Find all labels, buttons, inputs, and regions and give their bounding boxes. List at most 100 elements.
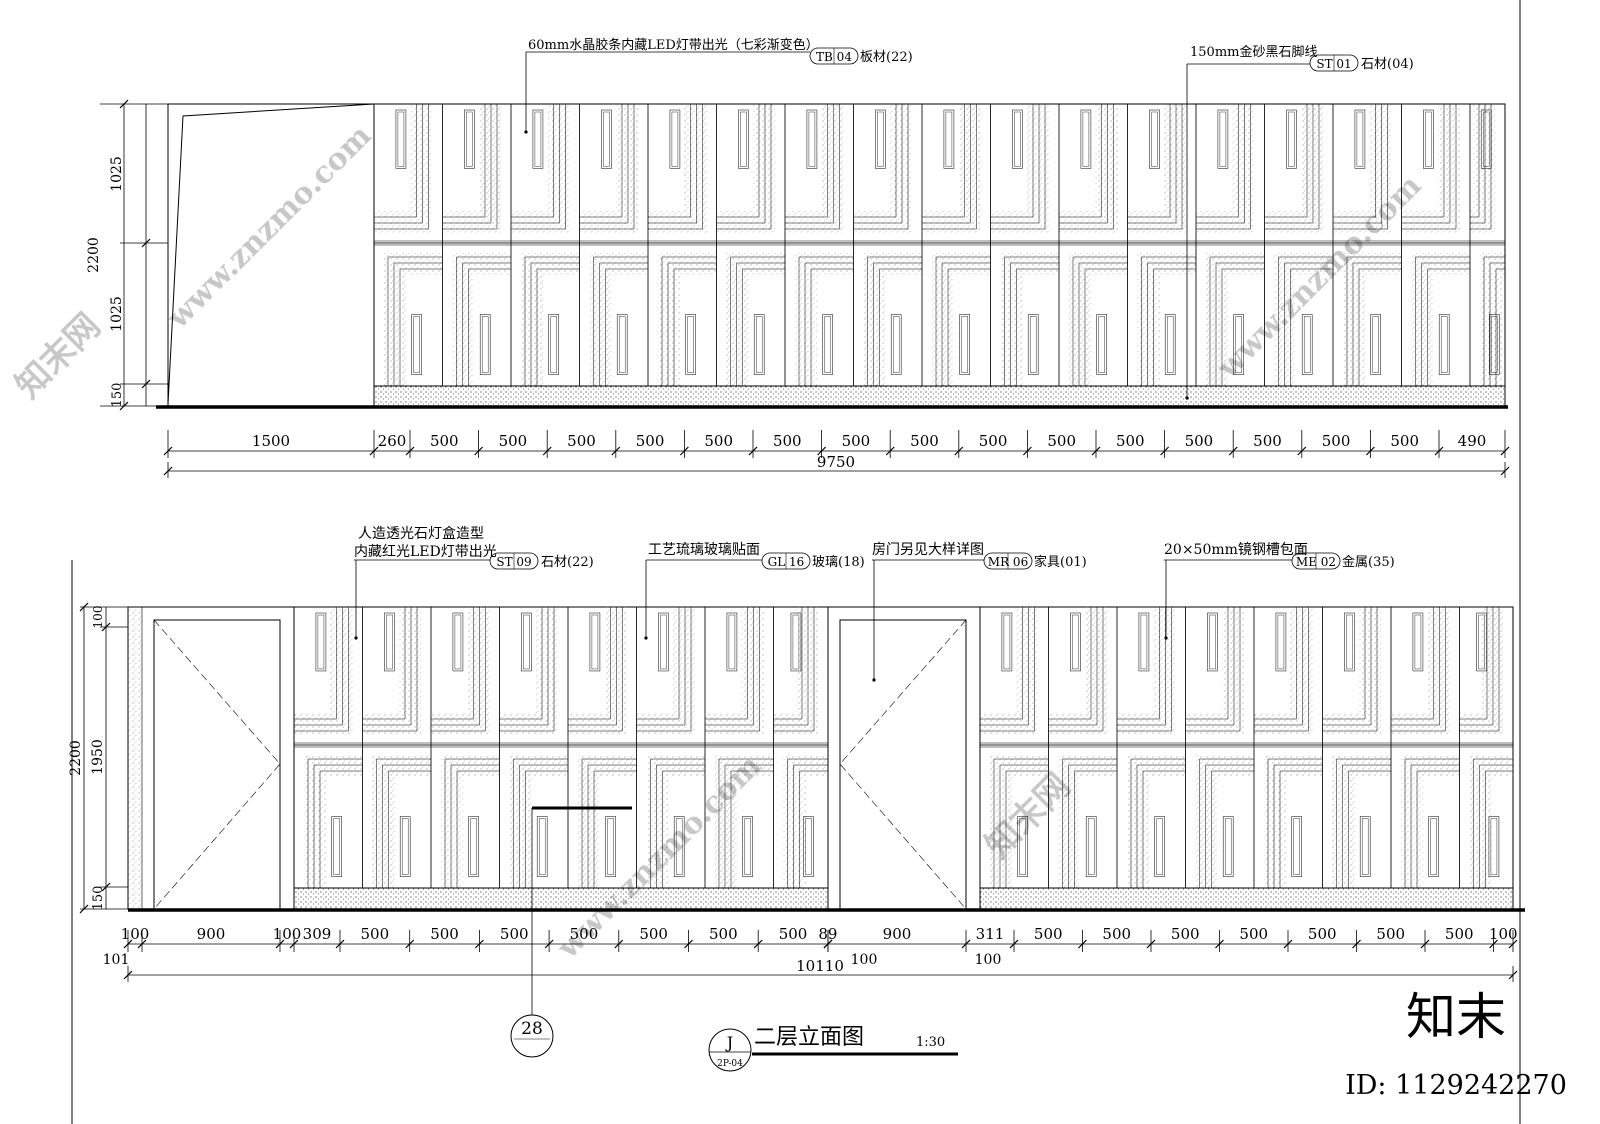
bottom-callout-steel-text: 20×50mm镜钢槽包面 xyxy=(1164,542,1308,558)
bottom-callout-door: 房门另见大样详图 MR 06 家具(01) xyxy=(872,542,1087,680)
wall-tile xyxy=(1390,606,1460,746)
detail-bubble-number: 28 xyxy=(521,1019,543,1039)
wall-tile xyxy=(442,103,512,244)
dim-label: 311 xyxy=(976,925,1005,943)
bottom-callout-glass: 工艺琉璃玻璃贴面 GL 16 玻璃(18) xyxy=(644,541,865,640)
dim-label: 500 xyxy=(1322,432,1351,450)
bottom-tile-grid-right xyxy=(979,606,1514,889)
dim-label: 500 xyxy=(639,925,668,943)
wall-tile xyxy=(1253,606,1323,746)
wall-tile xyxy=(293,744,363,889)
top-vertical-dims: 1025 1025 150 2200 xyxy=(86,99,168,411)
wall-tile xyxy=(1401,103,1471,244)
wall-tile xyxy=(1058,242,1128,387)
bottom-callout-steel-tag: ME 02 xyxy=(1296,555,1336,569)
bottom-callout-door-material: 家具(01) xyxy=(1034,554,1087,570)
wall-tile xyxy=(1264,103,1334,244)
top-callout-skirting-tag: ST 01 xyxy=(1316,57,1351,71)
bottom-callout-glass-material: 玻璃(18) xyxy=(812,555,865,570)
wall-tile xyxy=(853,103,923,244)
wall-tile xyxy=(773,606,829,746)
bottom-callout-lightbox: 人造透光石灯盒造型 内藏红光LED灯带出光 ST 09 石材(22) xyxy=(354,525,594,640)
wall-tile xyxy=(784,242,854,387)
top-callout-skirting-material: 石材(04) xyxy=(1361,57,1414,72)
bottom-skirting-right xyxy=(979,887,1514,910)
wall-tile xyxy=(921,103,991,244)
top-vdim-total: 2200 xyxy=(86,237,102,273)
wall-tile xyxy=(1322,606,1392,746)
bottom-callout-glass-text: 工艺琉璃玻璃贴面 xyxy=(648,541,760,558)
wall-tile xyxy=(362,606,432,746)
dim-label: 500 xyxy=(773,432,802,450)
wall-tile xyxy=(1127,242,1197,387)
bottom-callout-lightbox-tag: ST 09 xyxy=(496,555,531,569)
dim-label: 500 xyxy=(499,432,528,450)
wall-tile xyxy=(362,744,432,889)
wall-tile xyxy=(430,606,500,746)
bottom-vdim-2: 1950 xyxy=(90,739,106,775)
wall-tile xyxy=(1469,103,1506,244)
dim-label: 309 xyxy=(303,925,332,943)
door-left xyxy=(153,619,281,910)
top-vdim-3: 150 xyxy=(110,383,125,408)
top-callout-led: 60mm水晶胶条内藏LED灯带出光（七彩渐变色） TB 04 板材(22) xyxy=(524,37,913,134)
wall-tile xyxy=(510,242,580,387)
wall-tile xyxy=(647,103,717,244)
bottom-callout-lightbox-line2: 内藏红光LED灯带出光 xyxy=(354,544,497,560)
top-callout-led-text: 60mm水晶胶条内藏LED灯带出光（七彩渐变色） xyxy=(528,37,819,53)
watermark-brand-1: 知末网 xyxy=(8,306,108,406)
drawing-title: J 2P-04 二层立面图 1:30 xyxy=(708,1025,958,1072)
wall-tile xyxy=(1058,103,1128,244)
top-callout-skirting-text: 150mm金砂黑石脚线 xyxy=(1190,44,1317,60)
watermark-logo: 知末 xyxy=(1406,988,1506,1046)
wall-tile xyxy=(647,242,717,387)
wall-tile xyxy=(990,103,1060,244)
dim-label: 500 xyxy=(979,432,1008,450)
wall-tile xyxy=(1459,744,1514,889)
dim-label: 100 xyxy=(273,925,302,943)
top-skirting xyxy=(373,385,1506,407)
wall-tile xyxy=(442,242,512,387)
wall-tile xyxy=(979,606,1049,746)
dim-label: 500 xyxy=(779,925,808,943)
bottom-callout-lightbox-material: 石材(22) xyxy=(541,555,594,570)
wall-tile xyxy=(636,606,706,746)
dim-label: 500 xyxy=(1171,925,1200,943)
dim-label: 500 xyxy=(1445,925,1474,943)
wall-tile xyxy=(430,744,500,889)
wall-tile xyxy=(921,242,991,387)
dim-label: 89 xyxy=(818,925,837,943)
watermark-site-1: www.znzmo.com xyxy=(160,118,378,336)
wall-tile xyxy=(716,103,786,244)
wall-tile xyxy=(1048,744,1118,889)
wall-tile xyxy=(567,606,637,746)
door-right xyxy=(827,607,981,910)
dim-label: 500 xyxy=(1034,925,1063,943)
top-callout-skirting: 150mm金砂黑石脚线 ST 01 石材(04) xyxy=(1185,44,1414,400)
dim-label: 500 xyxy=(567,432,596,450)
wall-tile xyxy=(1185,744,1255,889)
dim-label: 500 xyxy=(1047,432,1076,450)
wall-tile xyxy=(1195,103,1265,244)
wall-tile xyxy=(1185,606,1255,746)
bottom-subdim-101: 101 xyxy=(103,952,130,968)
dim-label: 500 xyxy=(636,432,665,450)
title-code: J xyxy=(725,1033,733,1052)
dim-label: 100 xyxy=(1489,925,1518,943)
dim-label: 490 xyxy=(1458,432,1487,450)
bottom-subdim-100a: 100 xyxy=(851,952,878,968)
bottom-callout-steel: 20×50mm镜钢槽包面 ME 02 金属(35) xyxy=(1164,542,1395,640)
wall-tile xyxy=(784,103,854,244)
wall-tile xyxy=(499,606,569,746)
top-left-panel-diagonal xyxy=(167,103,375,405)
title-ref: 2P-04 xyxy=(717,1059,743,1069)
dim-label: 260 xyxy=(378,432,407,450)
wall-tile xyxy=(1459,606,1514,746)
bottom-skirting-left xyxy=(293,887,829,910)
wall-tile xyxy=(1048,606,1118,746)
wall-tile xyxy=(373,242,443,387)
top-vdim-1: 1025 xyxy=(109,156,125,192)
